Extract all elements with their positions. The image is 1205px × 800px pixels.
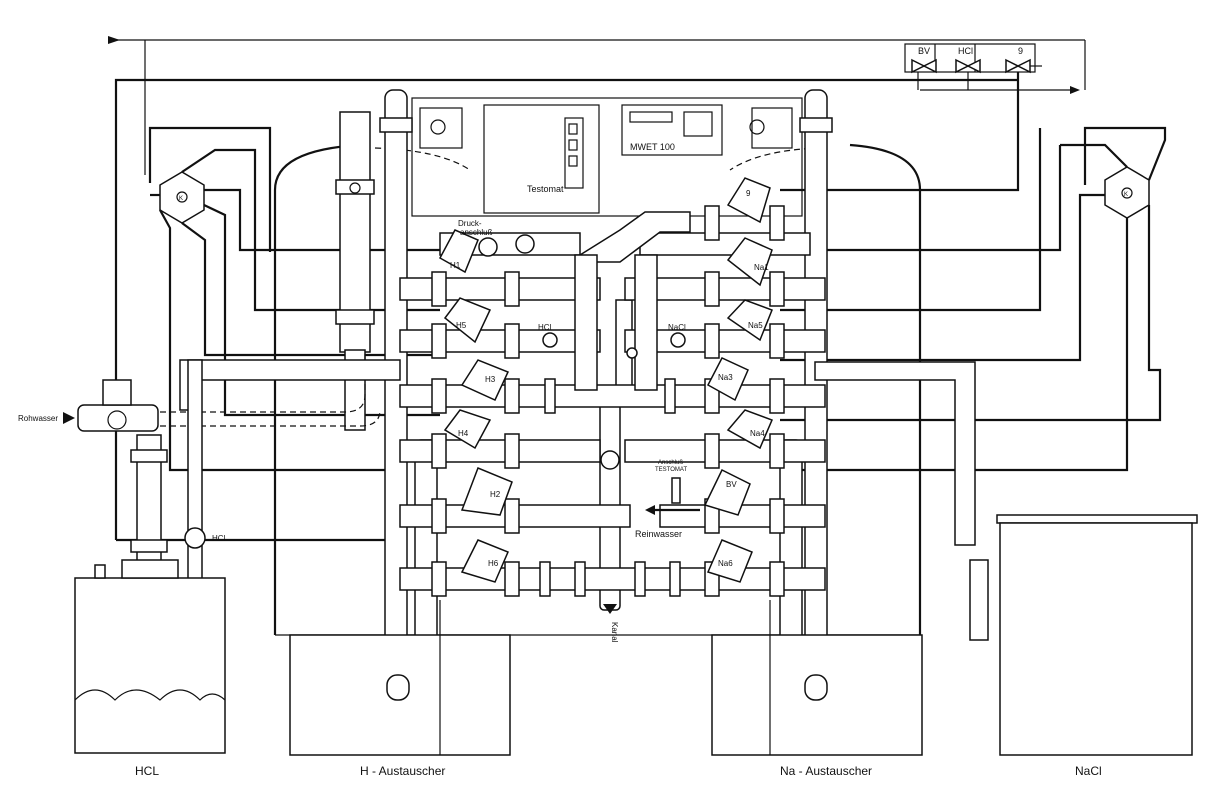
gauge-2 [515,234,535,254]
brine-line [814,361,989,641]
controller-cabinet: Testomat MWET 100 [411,97,803,217]
hcl-injector-label: HCl [538,323,552,332]
hcl-pump[interactable] [184,527,206,549]
raw-water-label: Rohwasser [18,414,58,423]
valve-h4-label: H4 [458,429,469,438]
valve-h6-label: H6 [488,559,499,568]
testomat-conn-label-1: Anschluß [658,460,683,466]
nacl-tank: NaCl [996,514,1198,778]
valve-h3[interactable]: H3 [460,359,510,401]
valve-na3-label: Na3 [718,373,733,382]
hcl-injector [542,332,558,348]
top-valve-hcl-label: HCl [958,46,973,56]
valve-na5[interactable]: Na5 [726,299,773,342]
top-signal-line [108,36,1086,175]
testomat-label: Testomat [527,184,564,194]
pressure-connection: Druck- anschluß [458,219,493,237]
top-valve-group: BV HCl 9 [904,43,1042,185]
pressure-label-2: anschluß [460,228,493,237]
top-valve-bv-label: BV [918,46,930,56]
frame-legs [439,600,771,755]
hex-valve-right[interactable]: K [1104,166,1150,219]
valve-bv[interactable]: BV [703,468,751,516]
hex-valve-left-tag: K [179,196,183,202]
top-valve-9[interactable]: 9 [1005,46,1031,74]
valve-na1-label: Na1 [754,263,769,272]
drain-label: Kanal [610,622,619,643]
na-exchanger-label: Na - Austauscher [780,764,872,778]
pressure-label-1: Druck- [458,219,482,228]
valve-h5-label: H5 [456,321,467,330]
nacl-injector [670,332,686,348]
drain-gauge [600,450,620,470]
h-exchanger-label: H - Austauscher [360,764,445,778]
valve-h5[interactable]: H5 [443,297,492,344]
top-valve-9-label: 9 [1018,46,1023,56]
hex-valve-left[interactable]: K [159,171,205,224]
valve-h1-label: H1 [450,261,461,270]
pipe-couplings [431,205,785,597]
h-exchanger-base: H - Austauscher [289,634,511,778]
valve-h6[interactable]: H6 [460,539,509,583]
mwet-label: MWET 100 [630,142,675,152]
valve-h2[interactable]: H2 [460,467,513,516]
valve-na1[interactable]: Na1 [726,237,773,287]
mwet-panel[interactable] [621,104,723,156]
hcl-tank: HCL [74,559,226,778]
gauge-1 [478,237,498,257]
valve-na3[interactable]: Na3 [706,357,749,402]
valve-na4-label: Na4 [750,429,765,438]
pressure-gauges [478,234,686,470]
valve-h4[interactable]: H4 [443,409,492,450]
pure-water-outlet[interactable]: Reinwasser [635,505,700,539]
control-lines-right [780,126,1167,472]
valve-na9-label: 9 [746,189,751,198]
na-exchanger-base: Na - Austauscher [711,634,923,778]
testomat-connection: Anschluß TESTOMAT [655,460,687,504]
valve-na9[interactable]: 9 [726,177,771,224]
top-valve-bv[interactable]: BV [911,46,937,74]
hcl-dosing: HCl [130,359,226,581]
nacl-injector-label: NaCl [668,323,686,332]
valve-na4[interactable]: Na4 [726,409,774,450]
top-valve-hcl[interactable]: HCl [955,46,981,74]
valve-h1[interactable]: H1 [438,229,479,274]
hex-valve-right-tag: K [1124,192,1128,198]
valve-h2-label: H2 [490,490,501,499]
valve-h3-label: H3 [485,375,496,384]
nacl-tank-label: NaCl [1075,764,1102,778]
valve-na6[interactable]: Na6 [706,539,753,583]
hcl-pump-label: HCl [212,534,226,543]
valve-na5-label: Na5 [748,321,763,330]
drain-outlet[interactable]: Kanal [603,604,619,643]
raw-water-inlet[interactable]: Rohwasser [18,350,401,432]
hcl-tank-label: HCL [135,764,159,778]
testomat-conn-label-2: TESTOMAT [655,467,687,473]
pure-water-label: Reinwasser [635,529,682,539]
valve-na6-label: Na6 [718,559,733,568]
valve-bv-label: BV [726,480,737,489]
